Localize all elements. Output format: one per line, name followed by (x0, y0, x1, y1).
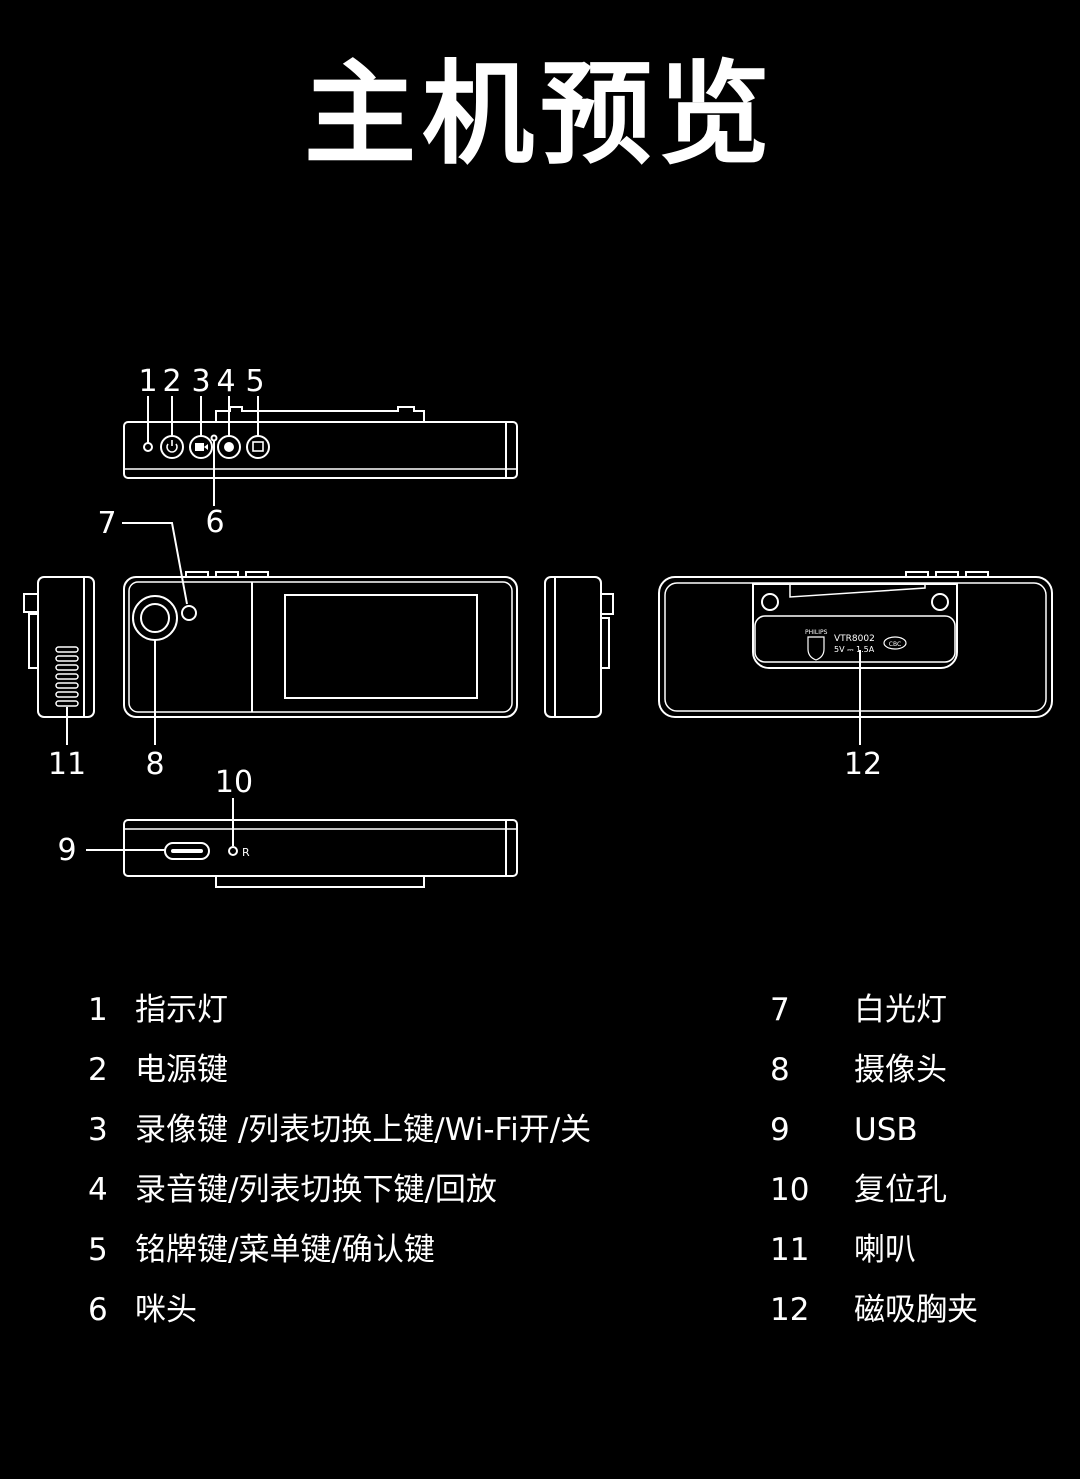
video-record-button-icon (189, 435, 213, 459)
callout-9: 9 (57, 833, 76, 868)
callout-7: 7 (97, 506, 116, 541)
callout-4: 4 (216, 364, 235, 399)
callout-10: 10 (215, 765, 253, 800)
callout-5: 5 (245, 364, 264, 399)
legend-item: 8 摄像头 (770, 1050, 1060, 1090)
right-side-view (544, 576, 614, 718)
magnetic-clip: PHILIPS VTR8002 5V ⎓ 1.5A CBC (752, 583, 958, 669)
reset-mark: R (242, 846, 250, 859)
legend-item: 5 铭牌键/菜单键/确认键 (88, 1230, 728, 1270)
legend-number: 4 (88, 1172, 108, 1208)
legend-number: 12 (770, 1292, 810, 1328)
legend-item: 3 录像键 /列表切换上键/Wi-Fi开/关 (88, 1110, 728, 1150)
philips-shield-icon (807, 636, 825, 661)
callout-8: 8 (145, 747, 164, 782)
indicator-light-icon (143, 442, 153, 452)
legend-number: 6 (88, 1292, 108, 1328)
legend-label: 白光灯 (854, 992, 947, 1028)
left-side-view (23, 576, 95, 745)
legend-number: 3 (88, 1112, 108, 1148)
legend-number: 1 (88, 992, 108, 1028)
legend-item: 4 录音键/列表切换下键/回放 (88, 1170, 728, 1210)
power-button-icon (160, 435, 184, 459)
legend-label: 咪头 (135, 1292, 197, 1328)
legend-item: 7 白光灯 (770, 990, 1060, 1030)
legend-number: 7 (770, 992, 790, 1028)
legend-number: 11 (770, 1232, 810, 1268)
legend-item: 6 咪头 (88, 1290, 728, 1330)
legend-number: 2 (88, 1052, 108, 1088)
legend-item: 1 指示灯 (88, 990, 728, 1030)
certification-mark: CBC (889, 641, 901, 648)
callout-12: 12 (844, 747, 882, 782)
usb-port-icon (164, 842, 210, 860)
microphone-icon (210, 434, 218, 442)
legend-label: 喇叭 (854, 1232, 916, 1268)
legend-label: 录像键 /列表切换上键/Wi-Fi开/关 (135, 1112, 592, 1148)
legend-item: 11 喇叭 (770, 1230, 1060, 1270)
audio-record-button-icon (217, 435, 241, 459)
callout-3: 3 (191, 364, 210, 399)
callout-2: 2 (162, 364, 181, 399)
speaker-grille-icon (55, 646, 79, 707)
back-view: PHILIPS VTR8002 5V ⎓ 1.5A CBC (658, 571, 1053, 745)
screen (284, 594, 478, 699)
callout-6: 6 (205, 505, 224, 540)
legend-item: 2 电源键 (88, 1050, 728, 1090)
model-label: VTR8002 (834, 634, 875, 644)
legend-item: 12 磁吸胸夹 (770, 1290, 1060, 1330)
legend-number: 10 (770, 1172, 810, 1208)
legend-label: 铭牌键/菜单键/确认键 (135, 1232, 435, 1268)
legend-label: 电源键 (135, 1052, 228, 1088)
legend-label: 复位孔 (854, 1172, 947, 1208)
legend-number: 9 (770, 1112, 790, 1148)
callout-11: 11 (48, 747, 86, 782)
legend-label: USB (854, 1112, 918, 1148)
callout-1: 1 (138, 364, 157, 399)
camera-lens-icon (132, 595, 178, 641)
front-view (122, 522, 518, 745)
brand-label: PHILIPS (805, 629, 828, 636)
bottom-view: R (86, 798, 518, 888)
page-title: 主机预览 (304, 50, 776, 180)
legend-label: 指示灯 (135, 992, 228, 1028)
legend-label: 录音键/列表切换下键/回放 (135, 1172, 497, 1208)
legend-label: 摄像头 (854, 1052, 947, 1088)
callout-numbers: 1 2 3 4 5 6 7 8 9 10 11 12 (48, 364, 882, 868)
rating-label: 5V ⎓ 1.5A (834, 645, 875, 654)
legend-number: 5 (88, 1232, 108, 1268)
legend-number: 8 (770, 1052, 790, 1088)
legend-item: 10 复位孔 (770, 1170, 1060, 1210)
top-view (123, 396, 518, 506)
menu-button-icon (246, 435, 270, 459)
reset-hole-icon (228, 846, 238, 856)
legend-item: 9 USB (770, 1110, 1060, 1150)
legend-label: 磁吸胸夹 (854, 1292, 978, 1328)
white-light-icon (181, 605, 197, 621)
